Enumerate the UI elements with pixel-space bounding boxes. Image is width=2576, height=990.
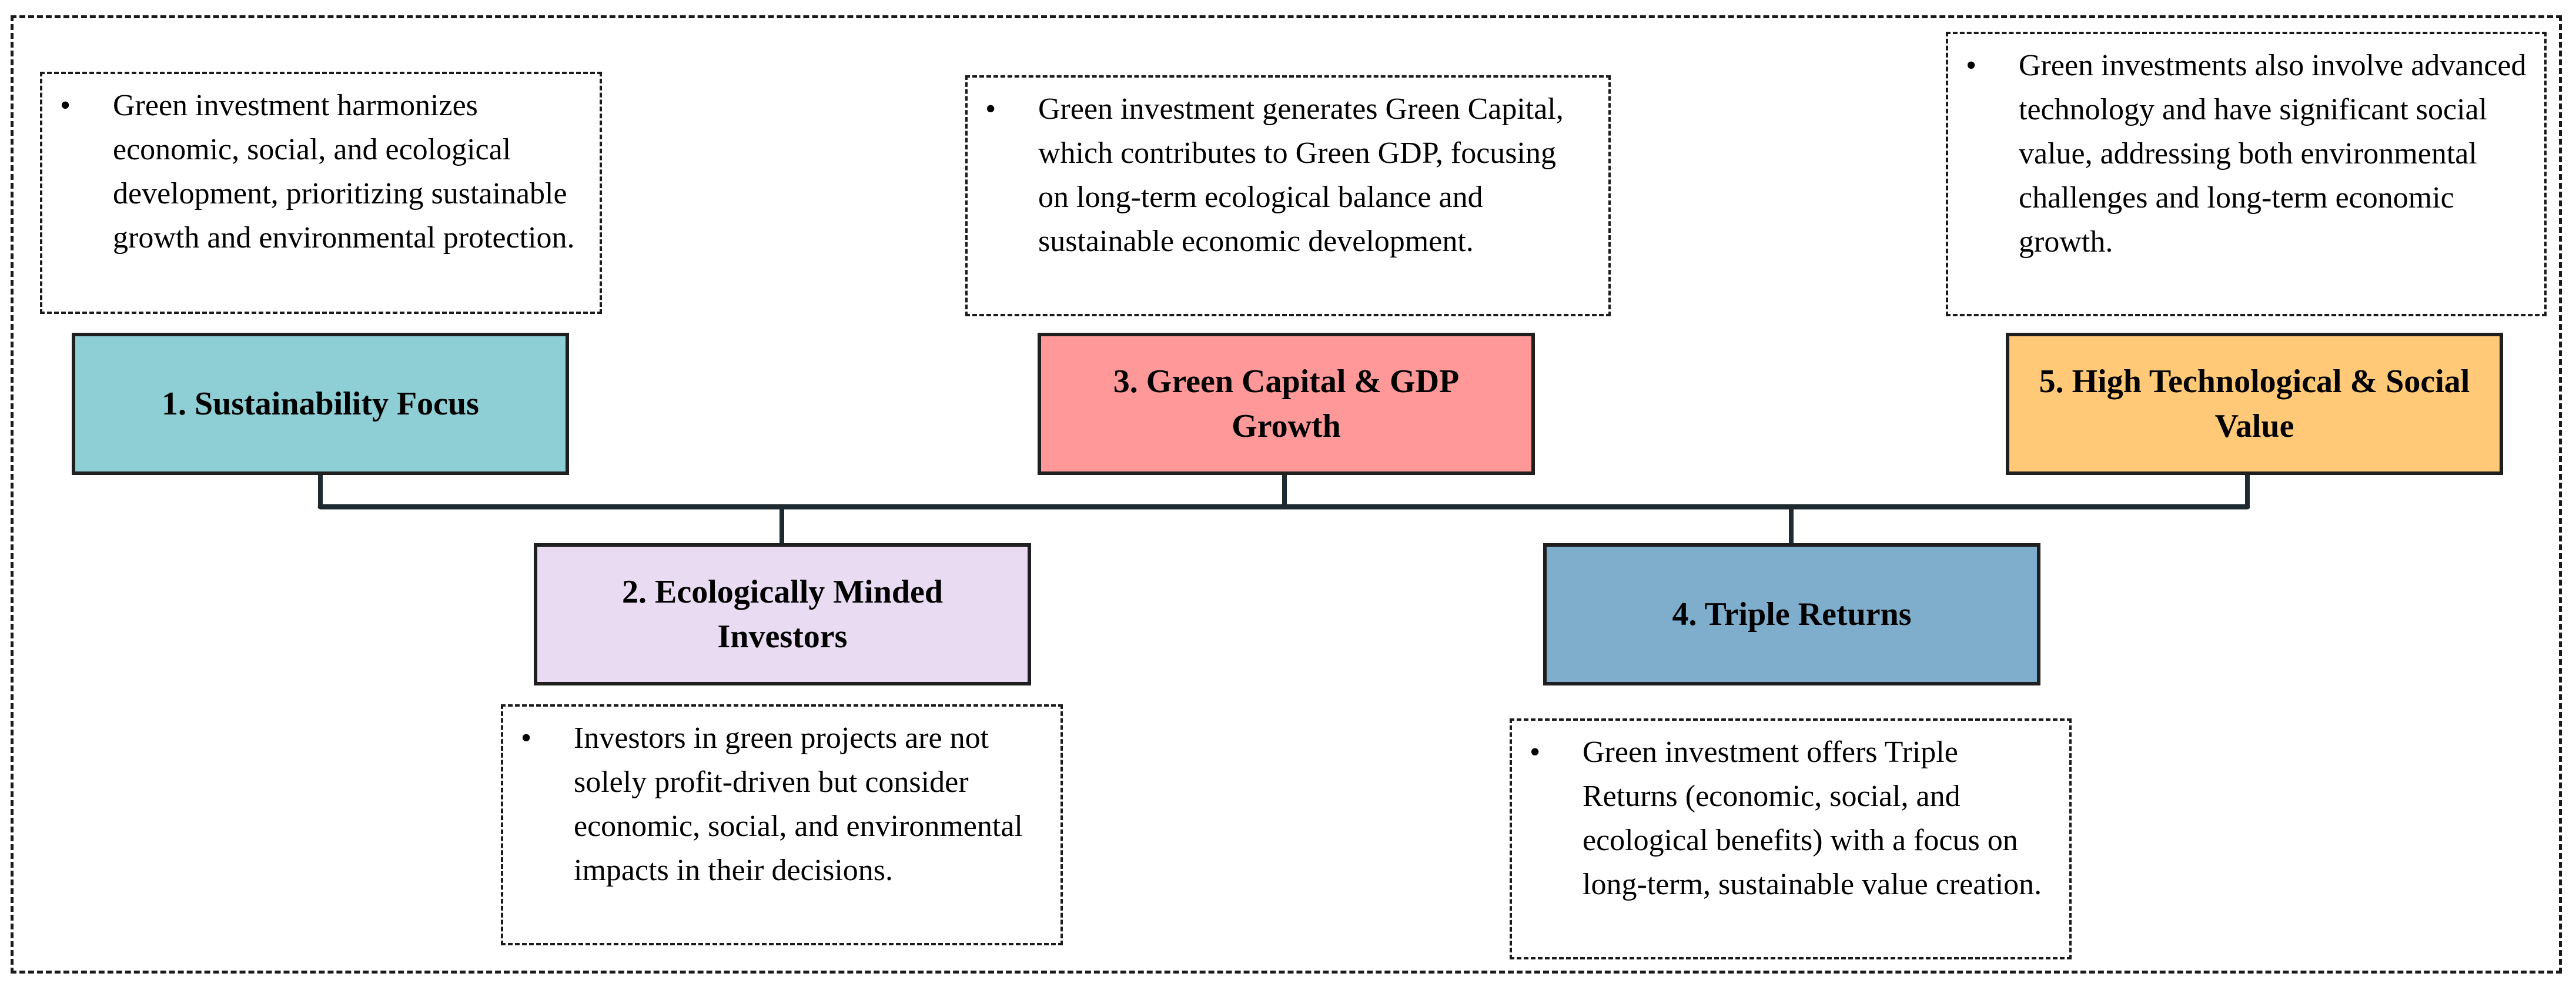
bullet-icon: • <box>521 721 532 755</box>
bullet-icon: • <box>985 92 996 126</box>
note-text: Green investment generates Green Capital… <box>1038 92 1564 258</box>
stage-label: 2. Ecologically Minded Investors <box>622 574 943 655</box>
stage-box-ecologically-minded-investors: 2. Ecologically Minded Investors <box>534 543 1031 685</box>
bullet-icon: • <box>60 89 71 122</box>
stage-label: 1. Sustainability Focus <box>162 386 479 422</box>
stage-label: 3. Green Capital & GDP Growth <box>1113 363 1460 444</box>
note-box-stage-5: • Green investments also involve advance… <box>1946 32 2547 316</box>
bullet-icon: • <box>1530 735 1541 769</box>
stage-box-sustainability-focus: 1. Sustainability Focus <box>72 333 569 475</box>
note-box-stage-4: • Green investment offers Triple Returns… <box>1510 718 2072 959</box>
stage-label: 5. High Technological & Social Value <box>2039 363 2470 444</box>
note-box-stage-2: • Investors in green projects are not so… <box>501 704 1063 945</box>
stage-box-green-capital-gdp-growth: 3. Green Capital & GDP Growth <box>1038 333 1535 475</box>
note-box-stage-1: • Green investment harmonizes economic, … <box>40 72 602 314</box>
stage-box-triple-returns: 4. Triple Returns <box>1543 543 2040 685</box>
note-text: Green investment harmonizes economic, so… <box>113 89 575 255</box>
note-text: Investors in green projects are not sole… <box>574 721 1023 887</box>
outer-dashed-frame <box>11 15 2562 974</box>
stage-label: 4. Triple Returns <box>1672 596 1912 633</box>
bullet-icon: • <box>1966 49 1977 82</box>
stage-box-high-technological-social-value: 5. High Technological & Social Value <box>2006 333 2503 475</box>
note-text: Green investment offers Triple Returns (… <box>1583 735 2042 901</box>
note-box-stage-3: • Green investment generates Green Capit… <box>965 75 1611 316</box>
note-text: Green investments also involve advanced … <box>2019 49 2527 259</box>
